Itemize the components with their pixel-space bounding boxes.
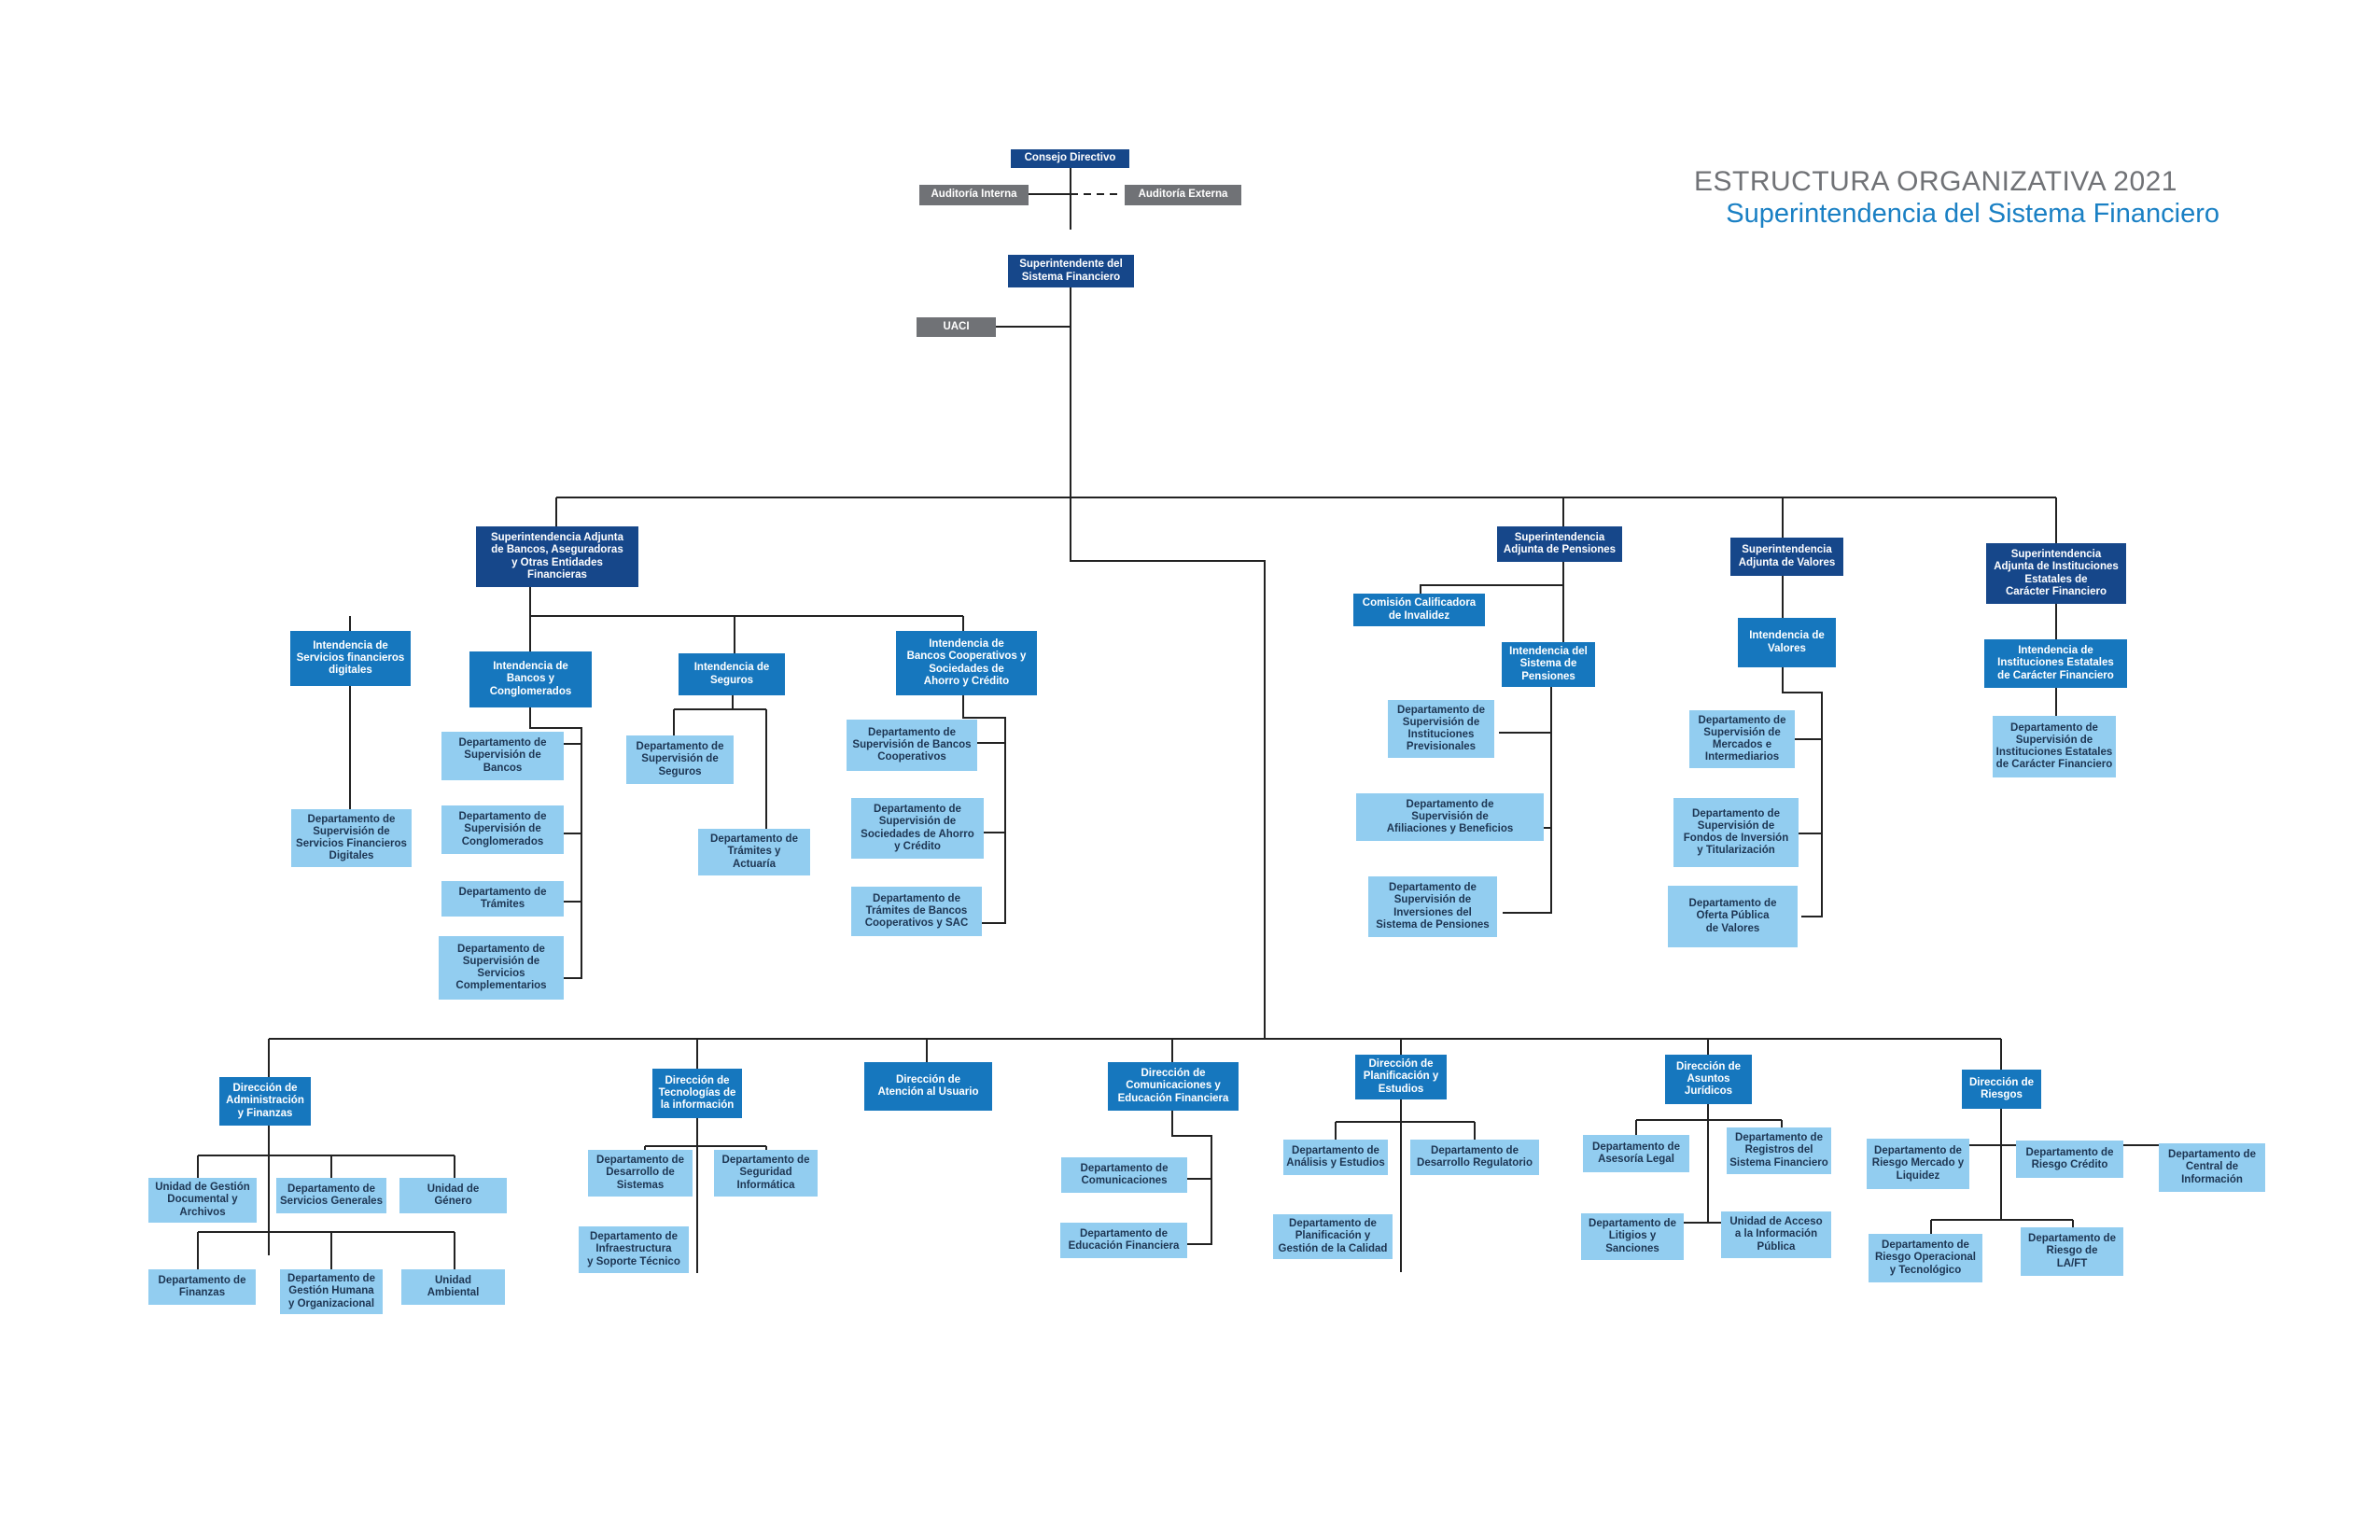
auditoria-externa-box[interactable]: Auditoría Externa [1125,185,1241,205]
dir-comunicaciones-box[interactable]: Dirección de Comunicaciones y Educación … [1108,1062,1239,1111]
consejo-directivo-box[interactable]: Consejo Directivo [1011,149,1129,168]
dir-administracion-box[interactable]: Dirección de Administración y Finanzas [219,1077,311,1126]
sa-pensiones-box[interactable]: Superintendencia Adjunta de Pensiones [1497,526,1622,562]
intendencia-digitales-box[interactable]: Intendencia de Servicios financieros dig… [290,631,411,686]
depto-riesgo-credito-box[interactable]: Departamento de Riesgo Crédito [2016,1141,2123,1178]
depto-estatales-box[interactable]: Departamento de Supervisión de Instituci… [1993,716,2116,777]
depto-sup-sac-box[interactable]: Departamento de Supervisión de Sociedade… [851,798,984,859]
depto-tramites-cooperativos-box[interactable]: Departamento de Trámites de Bancos Coope… [851,887,982,936]
dir-planificacion-box[interactable]: Dirección de Planificación y Estudios [1355,1055,1447,1099]
chart-subtitle: Superintendencia del Sistema Financiero [1726,199,2219,229]
depto-infraestructura-box[interactable]: Departamento de Infraestructura y Soport… [579,1226,689,1273]
auditoria-interna-box[interactable]: Auditoría Interna [919,185,1029,205]
depto-sup-bancos-box[interactable]: Departamento de Supervisión de Bancos [441,732,564,780]
intendencia-valores-box[interactable]: Intendencia de Valores [1738,618,1836,667]
depto-servicios-digitales-box[interactable]: Departamento de Supervisión de Servicios… [291,809,412,867]
depto-sup-cooperativos-box[interactable]: Departamento de Supervisión de Bancos Co… [847,720,977,771]
intendencia-pensiones-box[interactable]: Intendencia del Sistema de Pensiones [1502,642,1595,687]
depto-oferta-publica-box[interactable]: Departamento de Oferta Pública de Valore… [1668,886,1798,947]
unidad-gestion-documental-box[interactable]: Unidad de Gestión Documental y Archivos [148,1178,257,1223]
depto-riesgo-operacional-box[interactable]: Departamento de Riesgo Operacional y Tec… [1869,1234,1982,1282]
sa-bancos-box[interactable]: Superintendencia Adjunta de Bancos, Aseg… [476,526,638,587]
dir-tecnologias-box[interactable]: Dirección de Tecnologías de la informaci… [652,1069,742,1118]
depto-inversiones-pensiones-box[interactable]: Departamento de Supervisión de Inversion… [1368,876,1497,937]
depto-sup-seguros-box[interactable]: Departamento de Supervisión de Seguros [626,735,734,784]
depto-litigios-box[interactable]: Departamento de Litigios y Sanciones [1581,1213,1684,1260]
depto-riesgo-mercado-box[interactable]: Departamento de Riesgo Mercado y Liquide… [1867,1139,1969,1189]
depto-tramites-actuaria-box[interactable]: Departamento de Trámites y Actuaría [698,829,810,875]
depto-desarrollo-sistemas-box[interactable]: Departamento de Desarrollo de Sistemas [588,1150,693,1197]
depto-mercados-box[interactable]: Departamento de Supervisión de Mercados … [1689,710,1795,768]
dir-atencion-usuario-box[interactable]: Dirección de Atención al Usuario [864,1062,992,1111]
depto-analisis-box[interactable]: Departamento de Análisis y Estudios [1283,1140,1388,1175]
sa-valores-box[interactable]: Superintendencia Adjunta de Valores [1730,538,1843,576]
dir-juridicos-box[interactable]: Dirección de Asuntos Jurídicos [1665,1055,1752,1104]
depto-gestion-humana-box[interactable]: Departamento de Gestión Humana y Organiz… [280,1269,383,1314]
depto-instituciones-previsionales-box[interactable]: Departamento de Supervisión de Instituci… [1388,700,1494,758]
depto-sup-complementarios-box[interactable]: Departamento de Supervisión de Servicios… [439,936,564,1000]
depto-central-informacion-box[interactable]: Departamento de Central de Información [2159,1143,2265,1192]
depto-desarrollo-regulatorio-box[interactable]: Departamento de Desarrollo Regulatorio [1410,1140,1539,1175]
unidad-ambiental-box[interactable]: Unidad Ambiental [401,1269,505,1305]
comision-invalidez-box[interactable]: Comisión Calificadora de Invalidez [1353,594,1485,626]
depto-planificacion-calidad-box[interactable]: Departamento de Planificación y Gestión … [1273,1214,1393,1259]
depto-educacion-financiera-box[interactable]: Departamento de Educación Financiera [1060,1223,1187,1258]
sa-estatales-box[interactable]: Superintendencia Adjunta de Institucione… [1986,543,2126,604]
superintendente-box[interactable]: Superintendente del Sistema Financiero [1008,255,1134,287]
depto-sup-conglomerados-box[interactable]: Departamento de Supervisión de Conglomer… [441,805,564,854]
depto-servicios-generales-box[interactable]: Departamento de Servicios Generales [276,1178,386,1213]
unidad-genero-box[interactable]: Unidad de Género [399,1178,507,1213]
chart-title: ESTRUCTURA ORGANIZATIVA 2021 [1693,166,2177,197]
intendencia-bancos-box[interactable]: Intendencia de Bancos y Conglomerados [469,651,592,707]
depto-fondos-box[interactable]: Departamento de Supervisión de Fondos de… [1673,798,1799,867]
dir-riesgos-box[interactable]: Dirección de Riesgos [1962,1070,2041,1109]
depto-asesoria-legal-box[interactable]: Departamento de Asesoría Legal [1583,1135,1689,1172]
intendencia-seguros-box[interactable]: Intendencia de Seguros [679,653,785,695]
intendencia-cooperativos-box[interactable]: Intendencia de Bancos Cooperativos y Soc… [896,631,1037,695]
depto-tramites-box[interactable]: Departamento de Trámites [441,881,564,917]
depto-riesgo-laft-box[interactable]: Departamento de Riesgo de LA/FT [2021,1227,2123,1276]
uaci-box[interactable]: UACI [917,317,996,337]
intendencia-estatales-box[interactable]: Intendencia de Instituciones Estatales d… [1984,639,2127,688]
depto-finanzas-box[interactable]: Departamento de Finanzas [148,1269,256,1305]
depto-registros-box[interactable]: Departamento de Registros del Sistema Fi… [1727,1127,1831,1174]
depto-seguridad-informatica-box[interactable]: Departamento de Seguridad Informática [714,1150,818,1197]
depto-afiliaciones-box[interactable]: Departamento de Supervisión de Afiliacio… [1356,793,1544,841]
unidad-acceso-informacion-box[interactable]: Unidad de Acceso a la Información Públic… [1721,1211,1831,1258]
depto-comunicaciones-box[interactable]: Departamento de Comunicaciones [1061,1157,1187,1193]
